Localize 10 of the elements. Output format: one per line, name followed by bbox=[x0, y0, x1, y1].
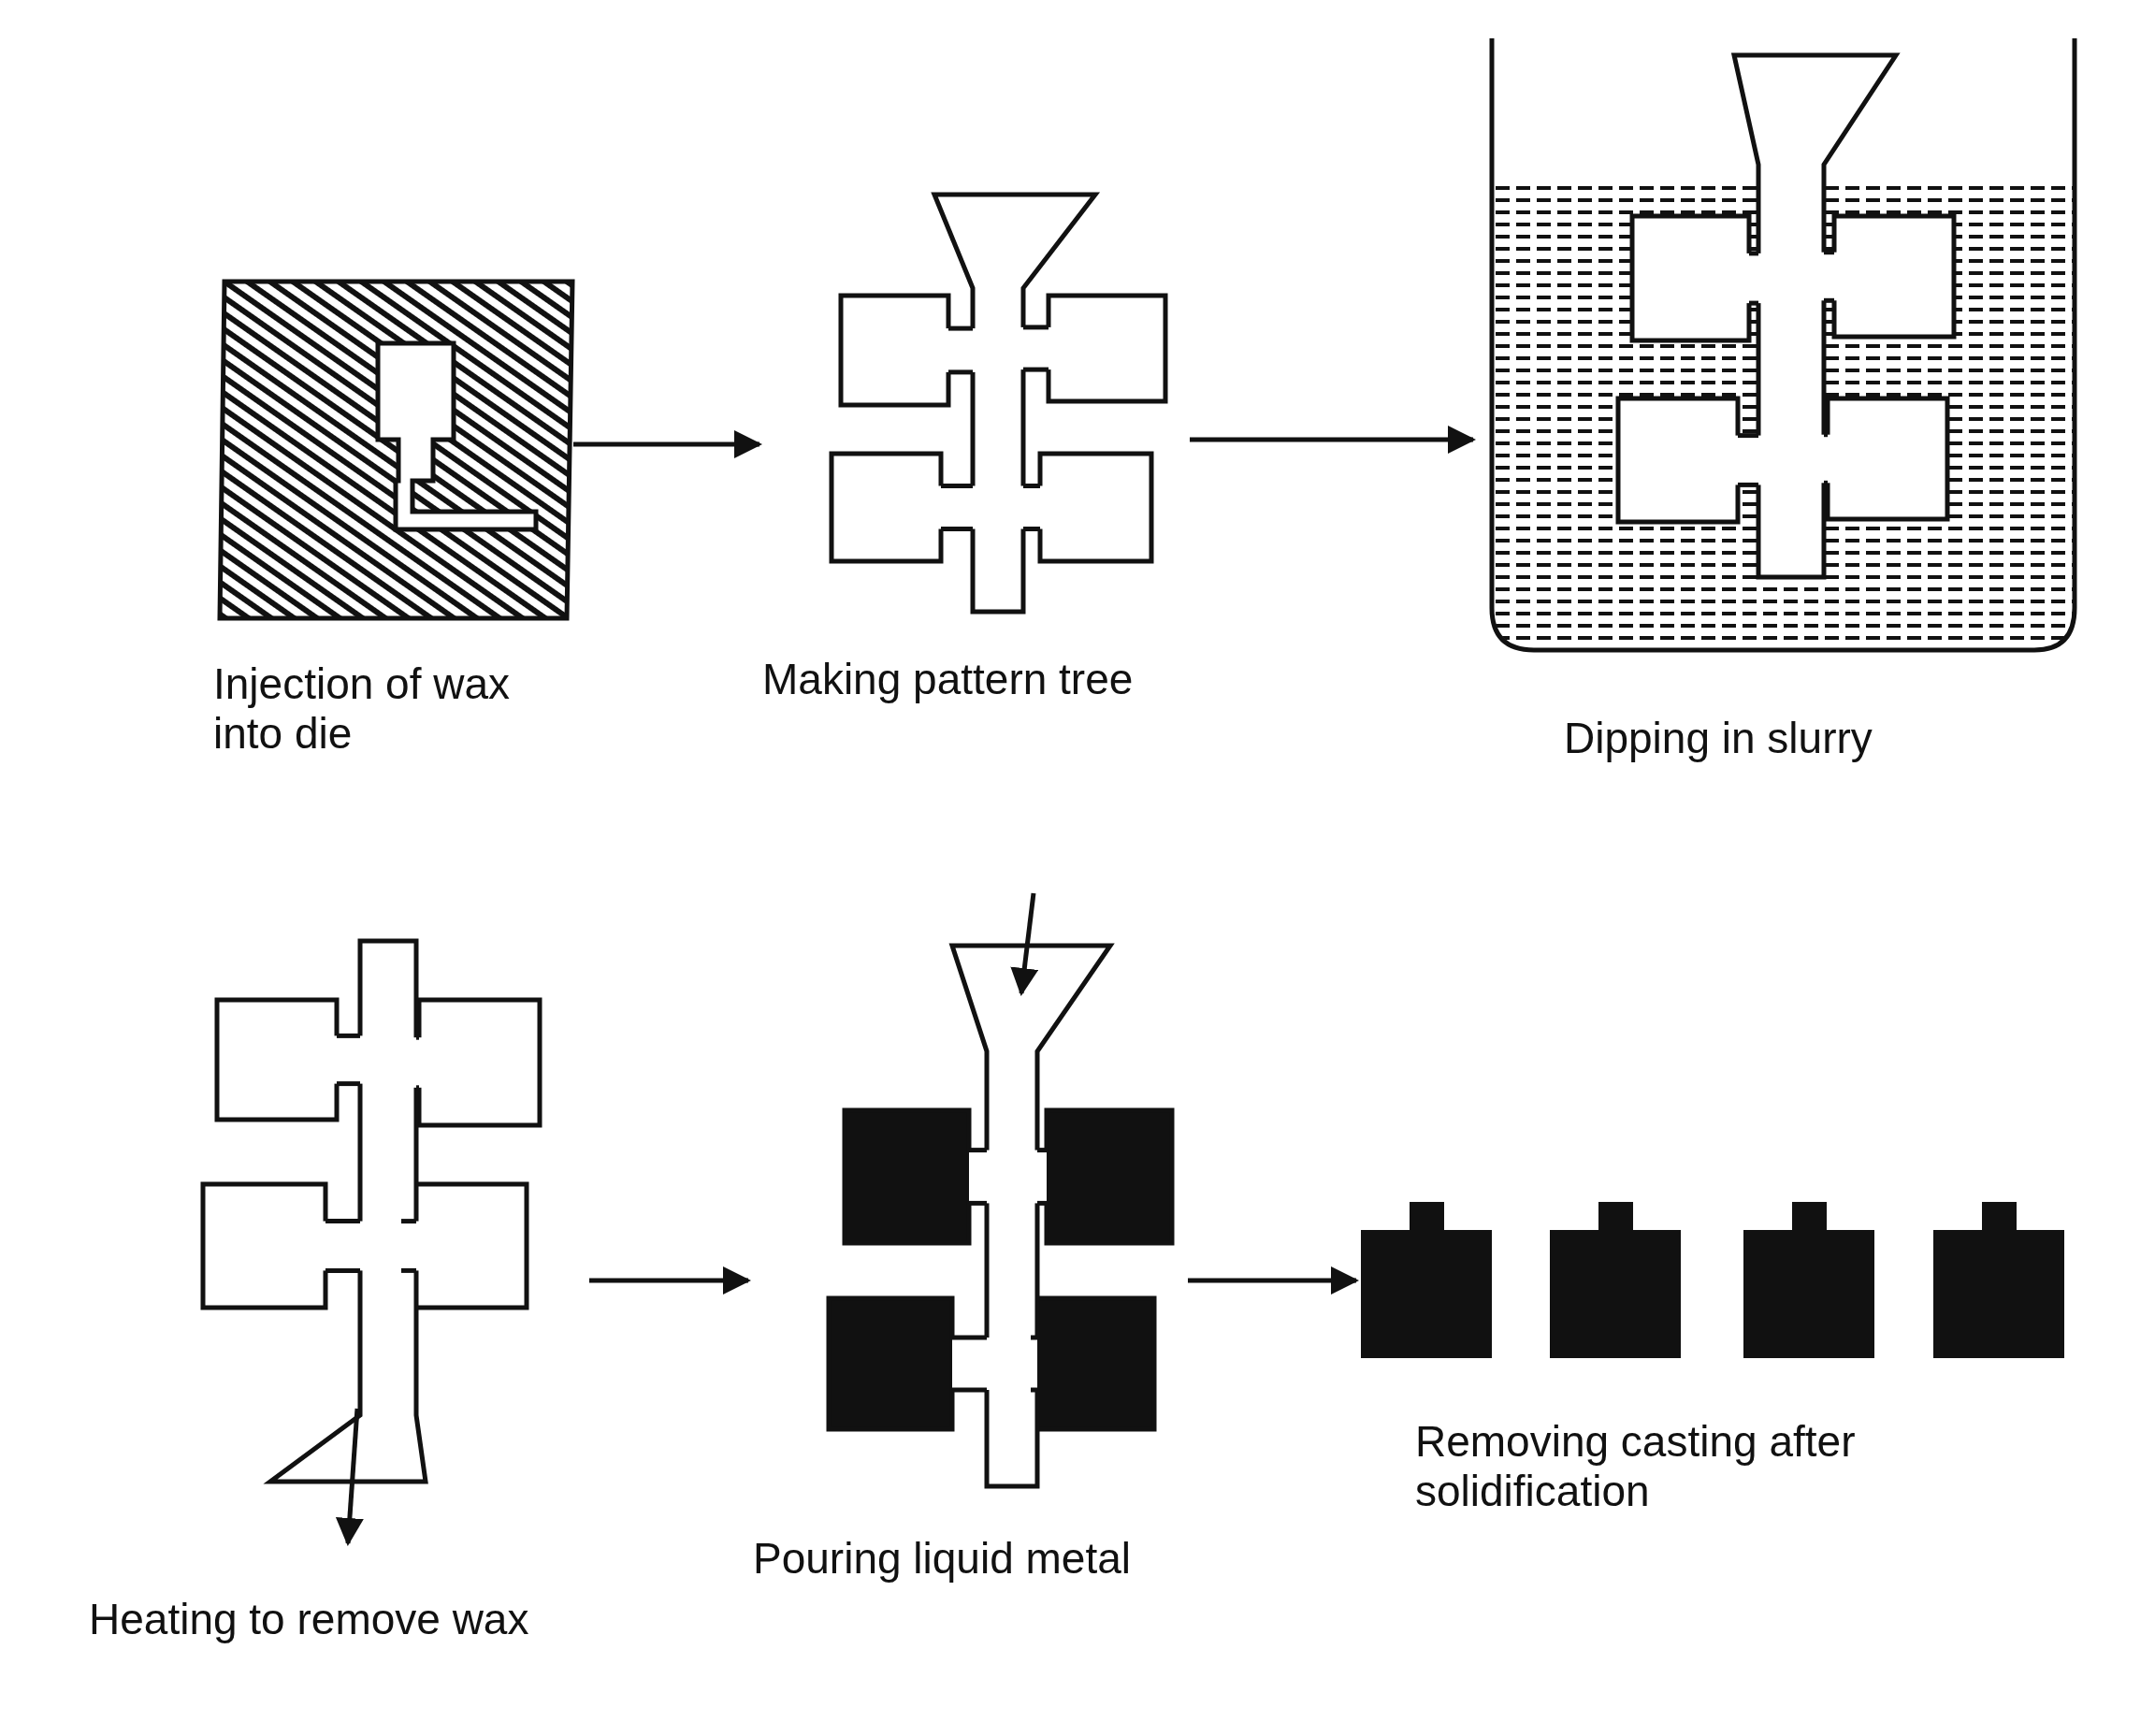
arrow bbox=[589, 1266, 751, 1295]
arrow bbox=[1190, 426, 1476, 454]
step-caption: Pouring liquid metal bbox=[753, 1534, 1131, 1584]
arrow bbox=[1188, 1266, 1359, 1295]
step-caption: Removing casting after solidification bbox=[1415, 1417, 1857, 1516]
arrow bbox=[573, 430, 762, 458]
step-caption: Heating to remove wax bbox=[89, 1595, 529, 1644]
step-caption: Injection of wax into die bbox=[213, 659, 512, 759]
step-caption: Making pattern tree bbox=[762, 655, 1134, 704]
step-caption: Dipping in slurry bbox=[1564, 714, 1873, 763]
